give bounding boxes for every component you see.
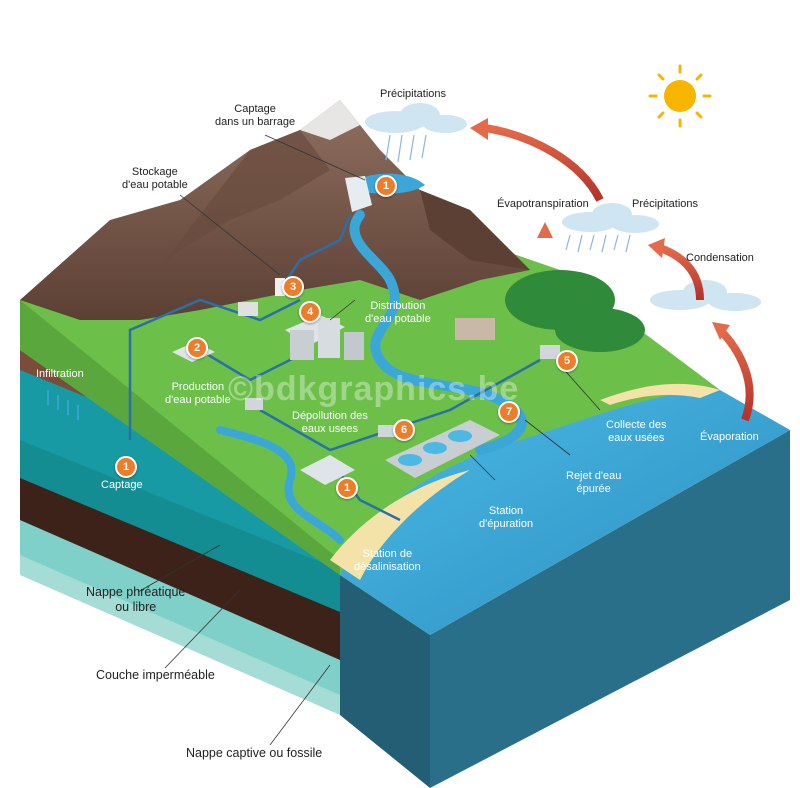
badge-5: 5 (556, 350, 578, 372)
label-line: d'eau potable (365, 313, 431, 325)
label-rejet: Rejet d'eau épurée (566, 470, 621, 496)
sea (340, 390, 790, 635)
label-line: Production (171, 381, 225, 393)
label-production: Production d'eau potable (165, 381, 231, 407)
label-line: ou libre (115, 600, 157, 614)
label-evapotranspiration: Évapotranspiration (497, 198, 589, 210)
label-station-epuration: Station d'épuration (479, 505, 533, 531)
badge-2: 2 (186, 337, 208, 359)
label-line: eaux usées (608, 432, 665, 444)
label-line: Station de (362, 548, 413, 560)
label-line: Nappe phréatique (86, 585, 186, 599)
mountains (20, 100, 530, 320)
label-nappe-phreatique: Nappe phréatique ou libre (86, 585, 185, 615)
badge-7: 7 (498, 401, 520, 423)
infiltration-arrows (47, 390, 79, 420)
label-line: d'eau potable (122, 179, 188, 191)
label-precipitations-right: Précipitations (632, 198, 699, 210)
label-evaporation: Évaporation (700, 431, 759, 443)
label-line: eaux usees (301, 423, 359, 435)
label-infiltration: Infiltration (36, 368, 84, 380)
label-line: Captage (234, 103, 276, 115)
badge-4: 4 (299, 301, 321, 323)
label-line: d'eau potable (165, 394, 231, 406)
label-line: épurée (576, 483, 611, 495)
badge-3: 3 (282, 276, 304, 298)
label-nappe-captive: Nappe captive ou fossile (186, 746, 323, 760)
block-right-face (340, 430, 790, 788)
badge-1-captage: 1 (115, 456, 137, 478)
label-condensation: Condensation (686, 252, 754, 264)
label-stockage: Stockage d'eau potable (122, 166, 188, 192)
label-line: Stockage (131, 166, 178, 178)
buildings (238, 278, 560, 437)
cloud-top (365, 103, 467, 133)
label-collecte: Collecte des eaux usées (606, 419, 667, 445)
label-precipitations-top: Précipitations (380, 88, 447, 100)
label-distribution: Distribution d'eau potable (365, 300, 431, 326)
badge-6: 6 (393, 419, 415, 441)
label-line: d'épuration (479, 518, 534, 530)
label-line: dans un barrage (215, 116, 296, 128)
leader-lines (137, 134, 601, 746)
label-line: Rejet d'eau (566, 470, 622, 482)
label-line: Collecte des (606, 419, 667, 431)
label-line: Distribution (370, 300, 426, 312)
rain-icon (385, 134, 631, 253)
label-depollution: Dépollution des eaux usees (292, 410, 368, 436)
label-line: Dépollution des (292, 410, 368, 422)
watermark: ©bdkgraphics.be (228, 370, 520, 408)
label-captage: Captage (101, 479, 143, 491)
cloud-right (562, 203, 659, 233)
label-desalinisation: Station de désalinisation (354, 548, 421, 574)
label-captage-barrage: Captage dans un barrage (215, 103, 295, 129)
badge-1-desal: 1 (336, 477, 358, 499)
label-line: Station (488, 505, 524, 517)
forest (505, 270, 645, 352)
cycle-arrows (470, 118, 754, 422)
badge-1-dam: 1 (375, 175, 397, 197)
label-couche-impermeable: Couche imperméable (96, 668, 215, 682)
label-line: désalinisation (354, 561, 421, 573)
river (349, 210, 527, 455)
sun-icon (648, 64, 712, 128)
cloud-condensation (650, 280, 761, 311)
